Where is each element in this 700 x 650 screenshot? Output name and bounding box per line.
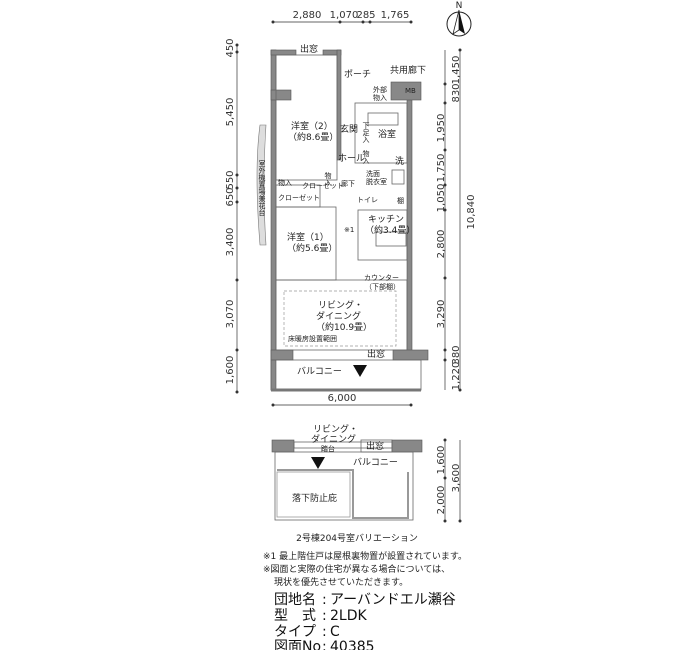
label-living-2: ダイニング (316, 310, 361, 322)
label-window-top: 出窓 (300, 43, 318, 55)
info-value-0: アーバンドエル瀬谷 (330, 592, 456, 608)
label-storage-hall: 物入 (362, 149, 370, 164)
compass-label: N (456, 1, 463, 11)
variation-caption: 2号棟204号室バリエーション (296, 532, 418, 544)
label-western1: 洋室（1） (287, 231, 329, 243)
right-dimensions: 1,450 830 1,950 1,750 1,050 2,800 3,290 … (436, 48, 477, 392)
variation-window: 出窓 (366, 440, 384, 452)
label-mb: MB (405, 87, 416, 95)
variation-dim-1: 2,000 (436, 486, 447, 515)
variation-living-2: ダイニング (311, 433, 356, 445)
label-porch: ポーチ (344, 69, 371, 80)
label-kitchen-size: （約3.4畳） (365, 224, 415, 236)
label-closet2: クローゼット (278, 193, 320, 202)
label-shelf: 棚 (397, 196, 404, 205)
svg-text::: : (322, 608, 327, 624)
label-washroom-1: 洗面 (366, 169, 380, 178)
plan-walls (256, 49, 429, 392)
dim-right-2: 1,950 (436, 114, 447, 143)
label-lower-cabinet: （下部棚） (365, 282, 400, 291)
dim-left-6: 1,600 (225, 356, 236, 385)
info-value-2: C (330, 624, 340, 640)
dim-left-3: 650 (225, 187, 236, 206)
label-storage1: 物入 (278, 178, 292, 187)
variation-exit-arrow-icon (311, 457, 325, 469)
variation-dim-0: 1,600 (436, 446, 447, 475)
label-western2: 洋室（2） (291, 120, 333, 132)
dim-right-3: 1,750 (436, 154, 447, 183)
label-washer: 洗 (395, 155, 404, 167)
label-hallway: 廊下 (341, 179, 355, 188)
label-western1-size: （約5.6畳） (287, 242, 337, 254)
dim-right-4: 1,050 (436, 184, 447, 213)
info-value-3: 40385 (330, 639, 375, 650)
dim-left-4: 3,400 (225, 228, 236, 257)
note-1: ※図面と実際の住宅が異なる場合については、 (263, 563, 450, 575)
note-2: 現状を優先させていただきます。 (274, 576, 408, 588)
label-corridor: 共用廊下 (390, 64, 426, 76)
dim-right-total: 10,840 (466, 195, 477, 230)
svg-text::: : (322, 592, 327, 608)
exit-arrow-icon (353, 365, 367, 377)
dim-left-0: 450 (225, 38, 236, 57)
label-hall: ホール (338, 153, 365, 164)
dim-right-0: 1,450 (451, 56, 462, 85)
info-value-1: 2LDK (330, 608, 367, 624)
room-labels: 出窓 ポーチ 共用廊下 外部 物入 MB 洋室（2） （約8.6畳） 玄関 下足… (258, 43, 426, 377)
dim-right-7: 380 (451, 345, 462, 364)
dim-top-1: 1,070 (330, 10, 359, 21)
dim-right-5: 2,800 (436, 230, 447, 259)
variation-balcony: バルコニー (353, 457, 398, 468)
dim-left-2: 550 (225, 170, 236, 189)
label-living-size: （約10.9畳） (316, 321, 372, 333)
label-closet1: クローゼット (302, 181, 344, 190)
label-shoe-cabinet: 下足入 (362, 122, 370, 143)
dim-right-1: 830 (451, 83, 462, 102)
variation-living-1: リビング・ (313, 423, 358, 435)
label-bath: 浴室 (378, 128, 396, 140)
svg-text::: : (322, 639, 327, 650)
label-living-1: リビング・ (318, 299, 363, 311)
label-floor-heating: 床暖房設置範囲 (288, 334, 337, 343)
top-dimensions: 2,880 1,070 285 1,765 (271, 10, 413, 24)
dim-left-5: 3,070 (225, 300, 236, 329)
info-label-3: 図面No (274, 639, 321, 650)
label-washroom-2: 脱衣室 (366, 177, 387, 186)
dim-right-6: 3,290 (436, 300, 447, 329)
variation-fall-prevention: 落下防止庇 (292, 492, 337, 504)
label-entrance: 玄関 (340, 123, 358, 135)
dim-top-2: 285 (356, 10, 375, 21)
label-outdoor-storage-1: 外部 (373, 85, 387, 94)
variation-plan: リビング・ ダイニング 踏台 出窓 バルコニー 落下防止庇 1,600 2,00… (271, 423, 462, 544)
dim-top-3: 1,765 (381, 10, 410, 21)
label-balcony: バルコニー (297, 366, 342, 377)
notes: ※1 最上階住戸は屋根裏物置が設置されています。 ※図面と実際の住宅が異なる場合… (263, 550, 467, 588)
info-label-0: 団地名 (274, 592, 316, 608)
dim-top-0: 2,880 (293, 10, 322, 21)
dim-right-8: 1,220 (451, 362, 462, 391)
label-kitchen: キッチン (368, 214, 404, 225)
label-western2-size: （約8.6畳） (288, 131, 338, 143)
label-ac-stand: 室外機置場兼花台 (258, 159, 266, 217)
left-dimensions: 450 5,450 550 650 3,400 3,070 1,600 (225, 38, 239, 394)
property-info: 団地名 : アーバンドエル瀬谷 型 式 : 2LDK タイプ : C 図面No … (274, 592, 456, 650)
label-toilet: トイレ (357, 196, 378, 204)
info-label-1: 型 式 (274, 608, 316, 624)
note-0: ※1 最上階住戸は屋根裏物置が設置されています。 (263, 550, 467, 562)
dim-left-1: 5,450 (225, 98, 236, 127)
svg-text::: : (322, 624, 327, 640)
variation-step: 踏台 (321, 444, 335, 453)
label-window-bottom: 出窓 (367, 348, 385, 360)
label-storage2: 物入 (324, 171, 332, 186)
north-compass-icon: N (446, 1, 472, 37)
label-outdoor-storage-2: 物入 (373, 93, 387, 102)
dim-bottom: 6,000 (328, 393, 357, 404)
info-label-2: タイプ (274, 624, 316, 640)
bottom-dimension: 6,000 (271, 393, 413, 407)
label-note1: ※1 (344, 226, 354, 234)
variation-dim-total: 3,600 (451, 464, 462, 493)
label-counter: カウンター (364, 273, 399, 282)
